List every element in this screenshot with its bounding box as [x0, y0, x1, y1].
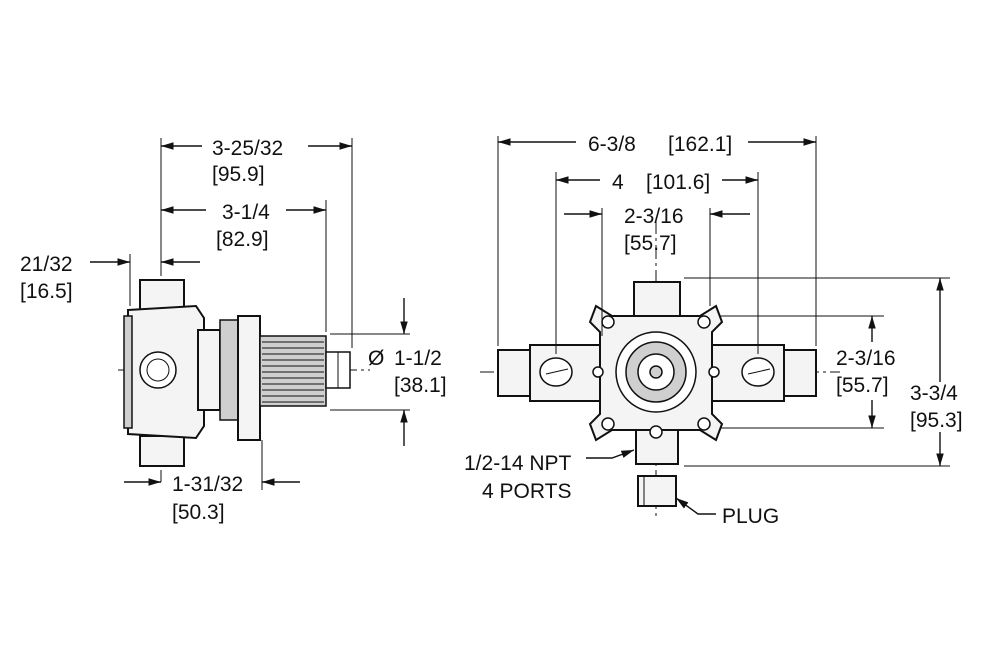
overall-depth-mm: [95.9] [212, 163, 265, 186]
side-top-port [139, 279, 185, 311]
port-offset-mm: [50.3] [172, 501, 225, 524]
port-offset-inch: 1-31/32 [172, 473, 243, 496]
front-bottom-screw [649, 425, 663, 439]
overall-height-mm: [95.3] [910, 409, 963, 432]
overall-depth-inch: 3-25/32 [212, 137, 283, 160]
port-note-line2: 4 PORTS [482, 480, 571, 503]
side-threaded-sleeve [259, 335, 327, 407]
mount-height-mm: [55.7] [836, 374, 889, 397]
side-neck [197, 329, 221, 411]
overall-height-inch: 3-3/4 [910, 382, 958, 405]
mount-screw-left [592, 366, 604, 378]
port-span-inch: 4 [612, 171, 624, 194]
mount-hole-bl [601, 417, 615, 431]
front-view: 6-3/8 [162.1] 4 [101.6] 2-3/16 [55.7] 2-… [464, 133, 963, 528]
side-escutcheon-plate [237, 315, 261, 441]
body-depth-mm: [82.9] [216, 228, 269, 251]
side-flange [123, 315, 133, 429]
side-bottom-port [139, 435, 185, 467]
mount-width-mm: [55.7] [624, 232, 677, 255]
front-stem [649, 365, 663, 379]
port-note-line1: 1/2-14 NPT [464, 452, 572, 475]
mount-hole-tl [601, 315, 615, 329]
body-depth-inch: 3-1/4 [222, 201, 270, 224]
flange-offset-mm: [16.5] [20, 280, 73, 303]
stem-diameter-mm: [38.1] [394, 374, 447, 397]
mount-width-inch: 2-3/16 [624, 205, 684, 228]
port-span-mm: [101.6] [646, 171, 710, 194]
mount-hole-tr [697, 315, 711, 329]
side-view: 3-25/32 [95.9] 3-1/4 [82.9] 21/32 [16.5]… [20, 137, 447, 524]
flange-offset-inch: 21/32 [20, 253, 73, 276]
side-port-circle [139, 351, 177, 389]
front-top-port [633, 281, 681, 317]
overall-width-inch: 6-3/8 [588, 133, 636, 156]
stem-diameter-inch: 1-1/2 [394, 347, 442, 370]
mount-screw-right [708, 366, 720, 378]
overall-width-mm: [162.1] [668, 133, 732, 156]
side-port-inner [146, 358, 170, 382]
plug-label: PLUG [722, 505, 779, 528]
diameter-symbol: Ø [368, 347, 384, 370]
mount-hole-br [697, 417, 711, 431]
mount-height-inch: 2-3/16 [836, 347, 896, 370]
